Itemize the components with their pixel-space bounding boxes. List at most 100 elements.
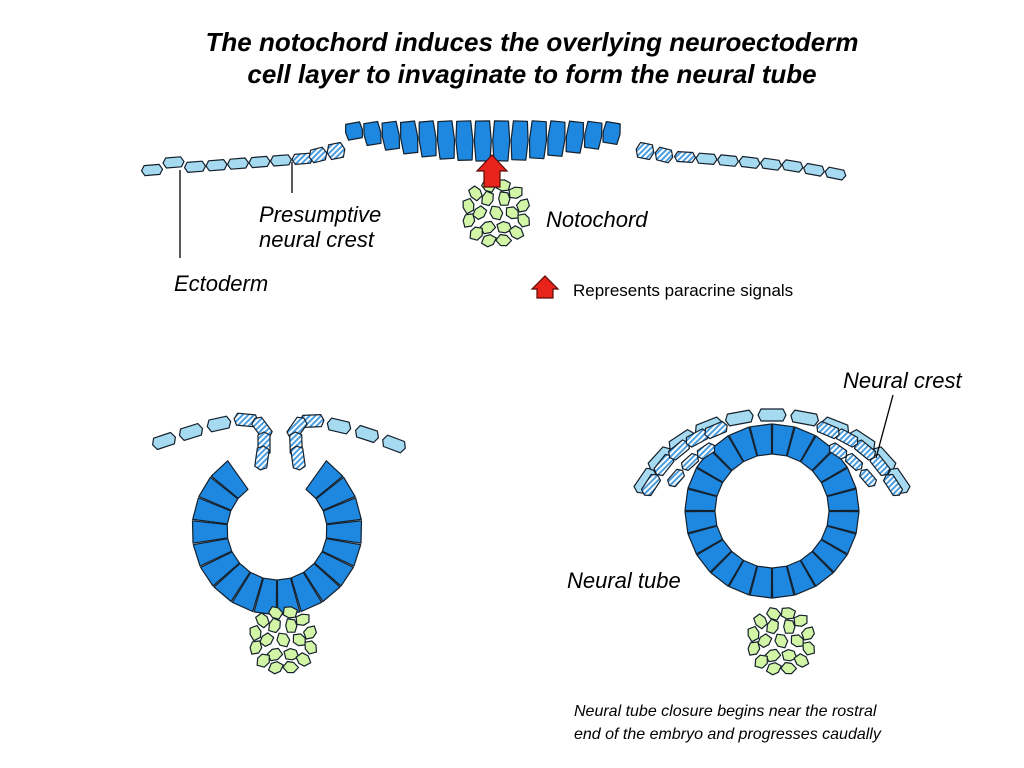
neural-tube-cell (322, 497, 362, 525)
neural-tube-cell (749, 423, 773, 457)
notochord-cell (802, 641, 816, 656)
paracrine-signal-arrow (475, 154, 509, 188)
ectoderm-cell (355, 424, 379, 444)
ectoderm-cell (205, 159, 228, 172)
notochord-cell (266, 647, 284, 662)
neural-tube-cell (684, 510, 718, 534)
neuroectoderm-cell (363, 120, 382, 147)
ectoderm-cell (178, 423, 204, 441)
neuroectoderm-cell (400, 120, 419, 155)
neural-tube-cell (786, 559, 816, 596)
neural-tube-cell (710, 435, 744, 471)
neural-tube-cell (800, 550, 834, 587)
neural-crest-cell (290, 445, 306, 471)
neural-crest-cell (635, 141, 655, 161)
notochord-cell (282, 606, 298, 619)
neural-crest-cell (667, 439, 691, 461)
neural-tube-cell (290, 571, 323, 613)
neural-tube-cell (771, 565, 795, 599)
neural-crest-cell (844, 453, 864, 471)
neural-tube-cell (192, 497, 232, 525)
closure-caption: Neural tube closure begins near the rost… (574, 700, 881, 746)
ectoderm-cell (803, 162, 825, 177)
notochord-cell (765, 662, 782, 676)
ectoderm-cell (757, 408, 787, 422)
notochord-cell (495, 233, 513, 247)
legend-arrow-icon (530, 275, 560, 299)
caption-line-1: Neural tube closure begins near the rost… (574, 703, 877, 720)
neural-crest-cell (673, 151, 697, 163)
neuroectoderm-cell (455, 120, 474, 161)
neuroectoderm-cell (418, 120, 437, 158)
notochord-cell (462, 213, 476, 228)
ectoderm-cell (206, 415, 232, 433)
neuroectoderm-cell (345, 121, 363, 141)
legend-text: Represents paracrine signals (573, 281, 794, 300)
slide-title: The notochord induces the overlying neur… (62, 26, 1002, 90)
neuroectoderm-cell (547, 120, 566, 157)
neuroectoderm-cell (602, 120, 621, 145)
neural-tube-label: Neural tube (567, 568, 681, 593)
neural-crest-cell (869, 453, 891, 477)
presumptive-neural-crest-label: Presumptive neural crest (259, 202, 381, 252)
notochord-cell (498, 191, 511, 206)
notochord-cell (800, 626, 816, 641)
neuroectoderm-cell (583, 120, 603, 150)
neural-crest-cell (704, 420, 728, 440)
neuroectoderm-cell (473, 120, 492, 162)
neural-tube-cell (321, 537, 362, 567)
notochord-cell (468, 185, 483, 202)
neural-tube-cell (826, 510, 860, 534)
neural-tube-cell (687, 525, 724, 555)
neuroectoderm-cell (381, 120, 401, 151)
neural-crest-cell (696, 442, 716, 460)
notochord-cell (515, 198, 531, 213)
notochord-cell (508, 186, 523, 199)
neural-tube-cell (325, 520, 363, 544)
caption-line-2: end of the embryo and progresses caudall… (574, 726, 881, 743)
notochord-cell (295, 613, 310, 626)
neural-crest-cell (858, 468, 878, 488)
notochord-cell (774, 633, 789, 649)
ectoderm-cell (716, 154, 740, 167)
notochord-cell (292, 633, 306, 647)
neural-tube-cell (200, 551, 240, 587)
ectoderm-cell (824, 166, 847, 181)
notochord-label: Notochord (546, 207, 648, 232)
neural-tube-cell (213, 562, 251, 603)
notochord-cell (259, 632, 275, 648)
notochord-cluster-right (747, 607, 816, 676)
neural-tube-cell (728, 559, 758, 596)
notochord-cell (489, 205, 504, 221)
ectoderm-cell (140, 163, 164, 177)
neural-tube-cell (820, 467, 857, 497)
notochord-cell (282, 660, 300, 674)
neuroectoderm-cell (528, 120, 548, 160)
notochord-cell (304, 640, 317, 655)
neural-crest-pointer-line (875, 394, 894, 459)
neural-tube-cell (191, 520, 229, 544)
notochord-cell (472, 205, 488, 220)
notochord-cell (285, 618, 298, 633)
notochord-cell (790, 634, 804, 648)
ectoderm-cell (226, 157, 250, 170)
neural-tube-cell (210, 460, 249, 499)
notochord-cell (764, 648, 782, 663)
neural-crest-cell (640, 473, 662, 497)
neuroectoderm-cell (510, 120, 529, 161)
notochord-cluster-top (462, 179, 531, 248)
neural-crest-cell (828, 442, 848, 460)
neural-crest-cell (685, 428, 709, 448)
neural-tube-cell (771, 423, 795, 457)
notochord-cell (783, 619, 796, 634)
title-line-1: The notochord induces the overlying neur… (205, 27, 859, 57)
notochord-cluster-left (249, 606, 317, 675)
notochord-cell (256, 653, 270, 668)
ectoderm-cell (790, 409, 820, 427)
neuroectoderm-cell (565, 120, 585, 154)
neural-tube-cell (710, 550, 744, 587)
notochord-cell (480, 234, 497, 248)
ectoderm-cell (759, 157, 783, 171)
ectoderm-label: Ectoderm (174, 271, 269, 296)
neural-crest-cell (326, 141, 346, 161)
